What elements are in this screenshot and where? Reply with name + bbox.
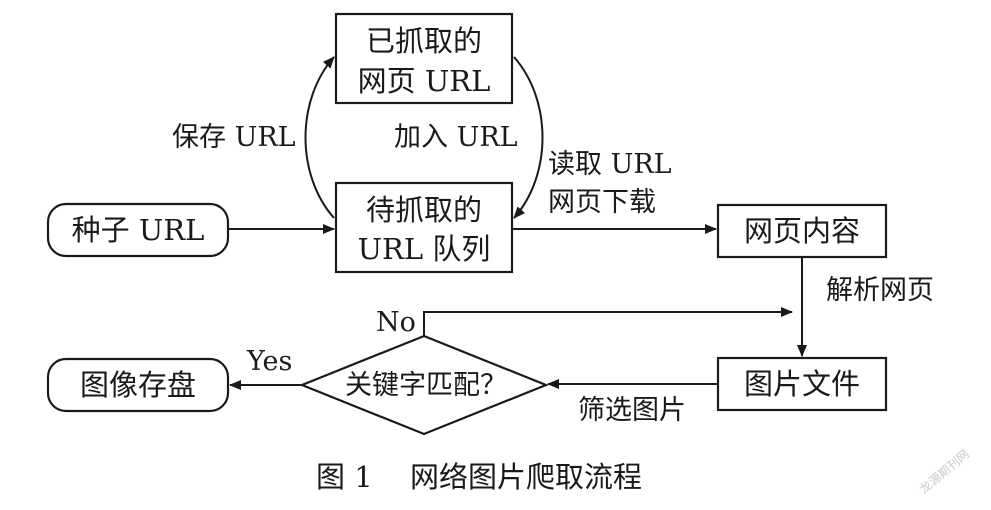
- page-content-label: 网页内容: [744, 214, 860, 248]
- edge-label-page-download: 网页下载: [548, 187, 656, 218]
- page-content-node: 网页内容: [716, 203, 888, 259]
- edge-label-filter-images: 筛选图片: [578, 395, 686, 426]
- watermark-text: 龙源期刊网: [917, 447, 972, 496]
- edge-label-no: No: [376, 307, 416, 338]
- edge-no: [423, 307, 793, 336]
- image-file-label: 图片文件: [744, 367, 860, 401]
- pending-url-line2: URL 队列: [358, 232, 491, 266]
- keyword-match-label: 关键字匹配？: [345, 370, 507, 401]
- seed-url-label: 种子 URL: [72, 213, 205, 247]
- image-file-node: 图片文件: [716, 356, 888, 412]
- edge-save-url: [304, 56, 335, 219]
- image-save-node: 图像存盘: [46, 357, 230, 413]
- crawled-url-line2: 网页 URL: [358, 64, 491, 98]
- figure-title: 网络图片爬取流程: [410, 460, 642, 494]
- edge-label-add-url: 加入 URL: [394, 122, 518, 153]
- crawled-url-line1: 已抓取的: [366, 24, 482, 58]
- pending-url-queue-node: 待抓取的 URL 队列: [334, 181, 514, 274]
- keyword-match-decision-node: 关键字匹配？: [299, 334, 549, 436]
- seed-url-node: 种子 URL: [46, 202, 230, 258]
- edge-label-yes: Yes: [246, 346, 292, 377]
- edge-add-url: [513, 56, 544, 219]
- pending-url-line1: 待抓取的: [366, 193, 482, 227]
- edge-label-read-url: 读取 URL: [548, 149, 672, 180]
- figure-number: 图 1: [316, 460, 373, 494]
- crawled-url-node: 已抓取的 网页 URL: [334, 12, 514, 105]
- edge-label-parse-page: 解析网页: [826, 275, 934, 306]
- edge-label-save-url: 保存 URL: [172, 122, 296, 153]
- image-save-label: 图像存盘: [80, 368, 196, 402]
